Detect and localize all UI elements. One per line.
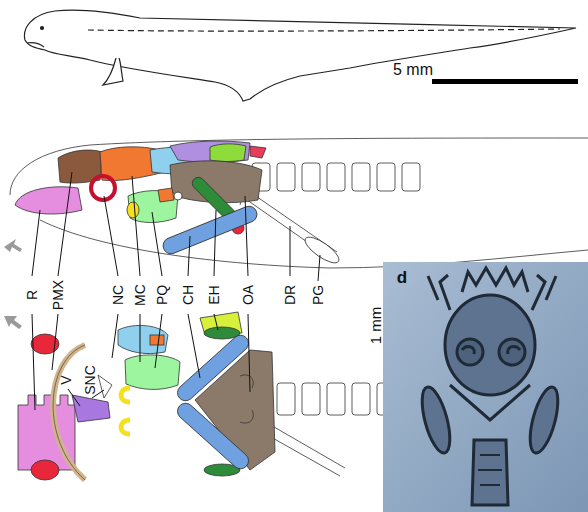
part-label: PMX <box>51 280 65 310</box>
part-label: PG <box>311 285 325 305</box>
view-arrow <box>4 239 22 329</box>
part-label: DR <box>283 285 297 305</box>
leader-line <box>32 172 320 410</box>
lateral-view <box>10 138 588 268</box>
fish-outline <box>24 10 576 101</box>
part-label: CH <box>181 285 195 305</box>
scale-bar <box>432 79 578 84</box>
part-label: R <box>25 290 39 300</box>
part-label: PQ <box>155 285 169 305</box>
part-label: EH <box>207 285 221 304</box>
fossil-photo <box>383 262 588 512</box>
part-label: V <box>59 375 73 384</box>
part-label: MC <box>133 284 147 306</box>
scale-label: 5 mm <box>393 62 433 78</box>
ventral-view <box>18 312 420 480</box>
scale-label: 1 mm <box>369 306 384 344</box>
panel-letter: d <box>397 269 407 286</box>
part-label: SNC <box>83 365 97 395</box>
part-label: NC <box>111 285 125 305</box>
part-label: OA <box>241 285 255 305</box>
